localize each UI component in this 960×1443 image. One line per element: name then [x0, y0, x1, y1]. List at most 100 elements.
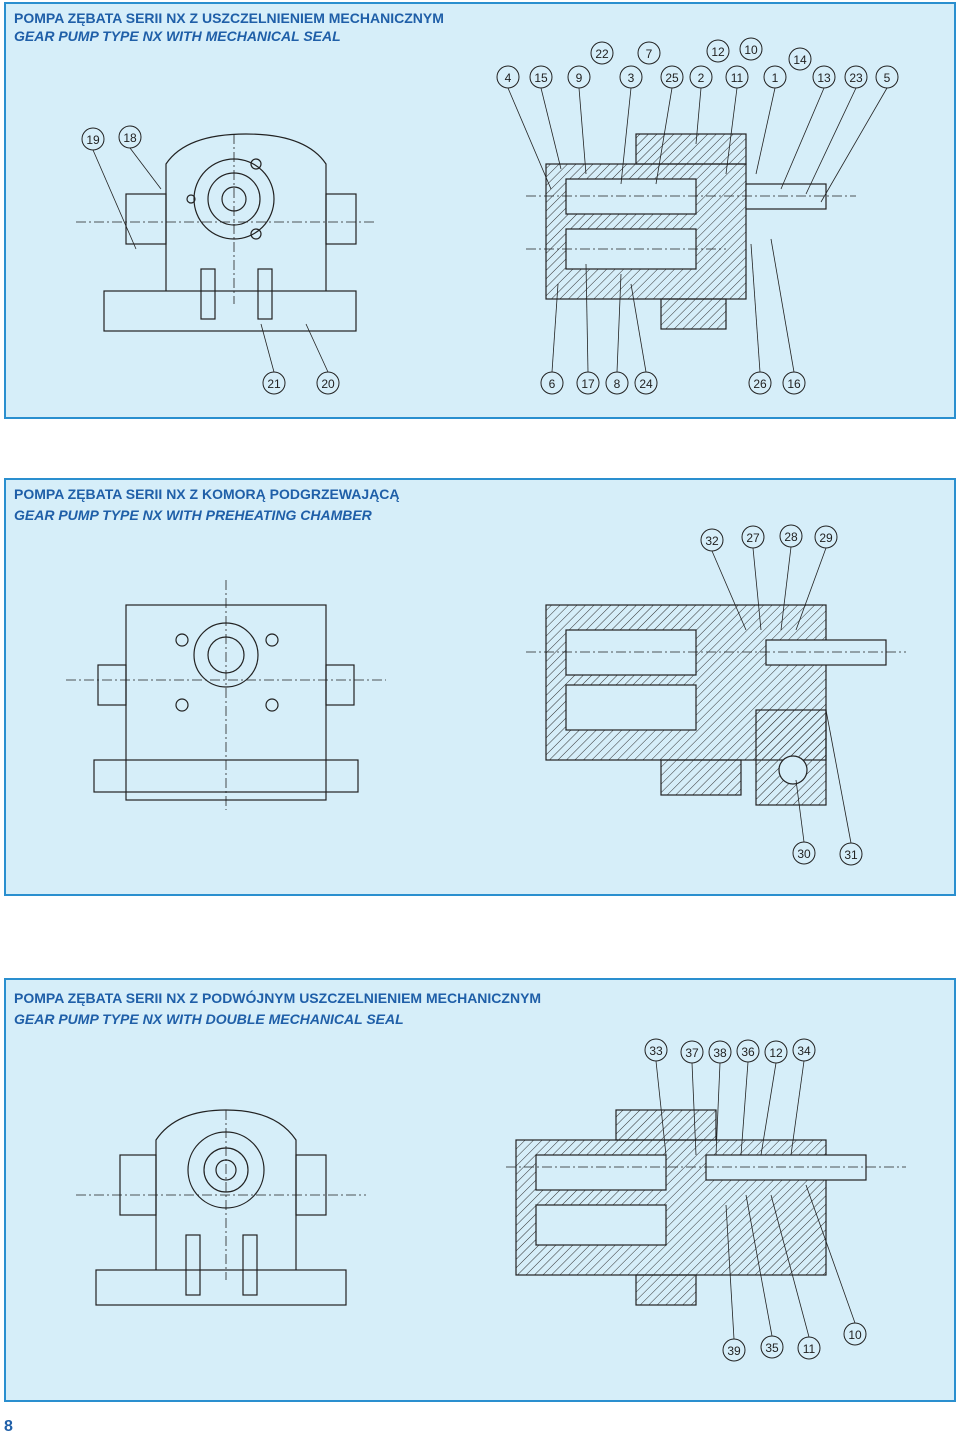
svg-text:28: 28 [784, 530, 798, 544]
section-title-pl: POMPA ZĘBATA SERII NX Z PODWÓJNYM USZCZE… [14, 990, 542, 1006]
svg-text:36: 36 [741, 1045, 755, 1059]
callout-32: 32 [700, 528, 724, 552]
section-title-pl: POMPA ZĘBATA SERII NX Z KOMORĄ PODGRZEWA… [14, 486, 400, 502]
svg-text:31: 31 [844, 848, 858, 862]
section-double-mechanical-seal: POMPA ZĘBATA SERII NX Z PODWÓJNYM USZCZE… [4, 978, 956, 1402]
callout-12: 12 [764, 1040, 788, 1064]
svg-text:15: 15 [534, 71, 548, 85]
svg-text:25: 25 [665, 71, 679, 85]
callout-10: 10 [843, 1322, 867, 1346]
svg-text:8: 8 [614, 377, 621, 391]
callout-34: 34 [792, 1038, 816, 1062]
svg-text:18: 18 [123, 131, 137, 145]
svg-text:20: 20 [321, 377, 335, 391]
svg-text:5: 5 [884, 71, 891, 85]
drawing-preheating-chamber: 32 27 28 29 30 31 [66, 524, 906, 866]
callout-23: 23 [844, 65, 868, 89]
callout-16: 16 [782, 371, 806, 395]
callout-37: 37 [680, 1040, 704, 1064]
svg-text:10: 10 [848, 1328, 862, 1342]
svg-text:24: 24 [639, 377, 653, 391]
callout-38: 38 [708, 1040, 732, 1064]
svg-text:39: 39 [727, 1344, 741, 1358]
section-title-en: GEAR PUMP TYPE NX WITH MECHANICAL SEAL [14, 28, 341, 44]
leader-lines [655, 1060, 856, 1340]
svg-text:26: 26 [753, 377, 767, 391]
section-title-en: GEAR PUMP TYPE NX WITH DOUBLE MECHANICAL… [14, 1011, 404, 1027]
callout-4: 4 [496, 65, 520, 89]
svg-text:33: 33 [649, 1044, 663, 1058]
svg-text:27: 27 [746, 531, 760, 545]
callout-13: 13 [812, 65, 836, 89]
section-mechanical-seal: POMPA ZĘBATA SERII NX Z USZCZELNIENIEM M… [4, 2, 956, 419]
svg-text:16: 16 [787, 377, 801, 391]
callout-22: 22 [590, 41, 614, 65]
drawing-double-mechanical-seal: 33 37 38 36 12 34 39 35 11 10 [76, 1038, 906, 1362]
callout-28: 28 [779, 524, 803, 548]
svg-text:19: 19 [86, 133, 100, 147]
svg-text:29: 29 [819, 531, 833, 545]
section-preheating-chamber: POMPA ZĘBATA SERII NX Z KOMORĄ PODGRZEWA… [4, 478, 956, 896]
svg-text:7: 7 [646, 47, 653, 61]
section-view [526, 604, 906, 806]
svg-text:4: 4 [505, 71, 512, 85]
leader-lines [711, 546, 852, 844]
callout-27: 27 [741, 525, 765, 549]
callout-8: 8 [605, 371, 629, 395]
section-title-pl: POMPA ZĘBATA SERII NX Z USZCZELNIENIEM M… [14, 10, 444, 26]
svg-text:37: 37 [685, 1046, 699, 1060]
svg-text:10: 10 [744, 43, 758, 57]
svg-text:6: 6 [549, 377, 556, 391]
callout-20: 20 [316, 371, 340, 395]
callout-11: 11 [797, 1336, 821, 1360]
callout-24: 24 [634, 371, 658, 395]
callout-11: 11 [725, 65, 749, 89]
callout-2: 2 [689, 65, 713, 89]
section-title-en: GEAR PUMP TYPE NX WITH PREHEATING CHAMBE… [14, 507, 372, 523]
callout-1: 1 [763, 65, 787, 89]
svg-text:35: 35 [765, 1341, 779, 1355]
callout-19: 19 [81, 127, 105, 151]
section-view [506, 1109, 906, 1306]
callout-29: 29 [814, 525, 838, 549]
callout-35: 35 [760, 1335, 784, 1359]
svg-text:11: 11 [731, 71, 744, 85]
callout-14: 14 [788, 47, 812, 71]
svg-text:32: 32 [705, 534, 719, 548]
svg-text:12: 12 [711, 45, 725, 59]
svg-text:3: 3 [628, 71, 635, 85]
callout-18: 18 [118, 125, 142, 149]
callout-12: 12 [706, 39, 730, 63]
callout-17: 17 [576, 371, 600, 395]
svg-text:2: 2 [698, 71, 705, 85]
callout-10: 10 [739, 37, 763, 61]
callout-30: 30 [792, 841, 816, 865]
svg-text:22: 22 [595, 47, 609, 61]
callout-7: 7 [637, 41, 661, 65]
callout-9: 9 [567, 65, 591, 89]
section-view [526, 133, 856, 330]
svg-text:38: 38 [713, 1046, 727, 1060]
callout-31: 31 [839, 842, 863, 866]
svg-text:17: 17 [581, 377, 595, 391]
svg-text:12: 12 [769, 1046, 783, 1060]
svg-text:21: 21 [267, 377, 281, 391]
callout-25: 25 [660, 65, 684, 89]
callout-15: 15 [529, 65, 553, 89]
svg-text:11: 11 [803, 1342, 816, 1356]
callout-33: 33 [644, 1038, 668, 1062]
leader-lines [92, 87, 888, 373]
callout-21: 21 [262, 371, 286, 395]
svg-text:30: 30 [797, 847, 811, 861]
callout-36: 36 [736, 1039, 760, 1063]
svg-text:14: 14 [793, 53, 807, 67]
front-view [76, 1109, 366, 1306]
callout-3: 3 [619, 65, 643, 89]
callout-5: 5 [875, 65, 899, 89]
svg-text:13: 13 [817, 71, 831, 85]
callouts: 4 15 9 22 3 7 25 2 12 11 10 1 14 13 23 5… [81, 37, 899, 395]
svg-text:9: 9 [576, 71, 583, 85]
callout-39: 39 [722, 1338, 746, 1362]
page-number: 8 [4, 1418, 13, 1435]
callout-6: 6 [540, 371, 564, 395]
